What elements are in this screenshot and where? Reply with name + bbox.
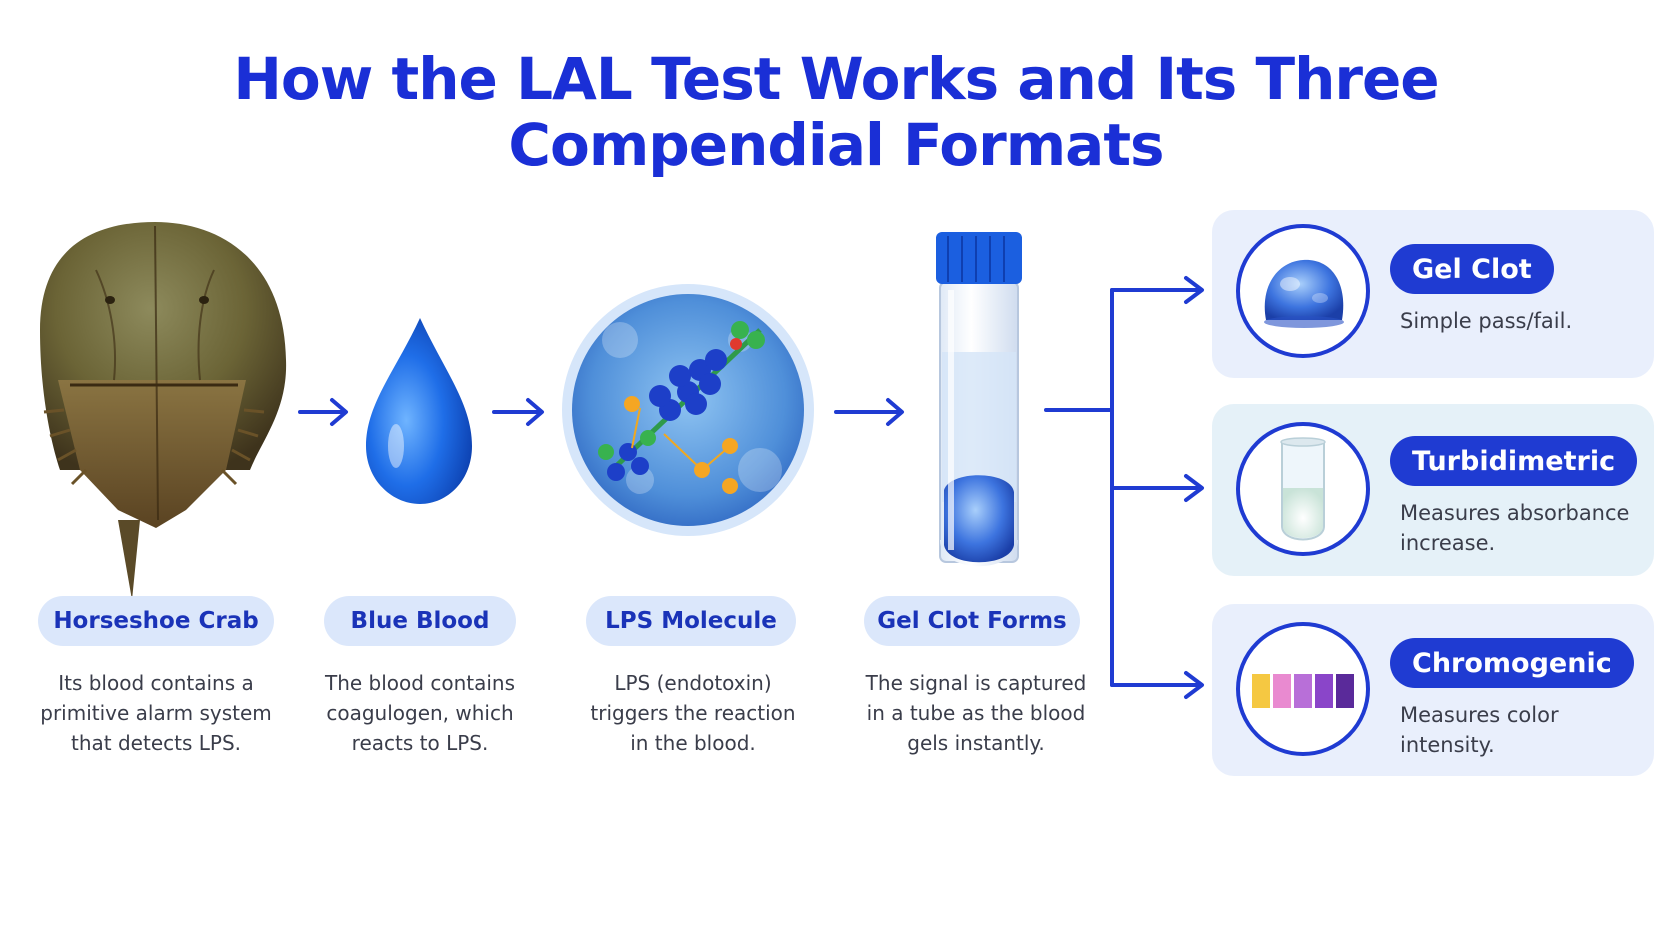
step-desc-horseshoe-crab: Its blood contains a primitive alarm sys…	[40, 671, 272, 755]
step-desc-lps-molecule: LPS (endotoxin) triggers the reaction in…	[590, 671, 796, 755]
format-name-chromogenic: Chromogenic	[1390, 638, 1634, 688]
format-name-gel-clot: Gel Clot	[1390, 244, 1554, 294]
turbid-vial-icon	[1236, 422, 1370, 556]
format-card-gel-clot: Gel Clot Simple pass/fail.	[1212, 210, 1654, 378]
step-label-gel-clot-forms: Gel Clot Forms	[864, 596, 1080, 646]
test-tube-icon	[936, 232, 1022, 567]
title-line-2: Compendial Formats	[508, 111, 1164, 179]
title-line-1: How the LAL Test Works and Its Three	[233, 45, 1439, 113]
format-desc-gel-clot: Simple pass/fail.	[1400, 309, 1573, 333]
format-desc-turbidimetric: Measures absorbance increase.	[1400, 501, 1630, 555]
format-card-chromogenic: Chromogenic Measures color intensity.	[1212, 604, 1654, 776]
format-card-turbidimetric: Turbidimetric Measures absorbance increa…	[1212, 404, 1654, 576]
blood-drop-icon	[366, 318, 472, 504]
step-label-horseshoe-crab: Horseshoe Crab	[38, 596, 274, 646]
step-desc-blue-blood: The blood contains coagulogen, which rea…	[325, 671, 515, 755]
format-desc-chromogenic: Measures color intensity.	[1400, 703, 1559, 757]
flow-arrows	[298, 276, 1204, 699]
step-label-lps-molecule: LPS Molecule	[586, 596, 796, 646]
horseshoe-crab-icon	[40, 222, 287, 600]
step-desc-gel-clot-forms: The signal is captured in a tube as the …	[865, 671, 1087, 755]
format-name-turbidimetric: Turbidimetric	[1390, 436, 1638, 486]
lps-molecule-icon	[562, 284, 814, 536]
step-label-blue-blood: Blue Blood	[324, 596, 516, 646]
color-swatch-icon	[1236, 622, 1370, 756]
gel-clot-icon	[1236, 224, 1370, 358]
